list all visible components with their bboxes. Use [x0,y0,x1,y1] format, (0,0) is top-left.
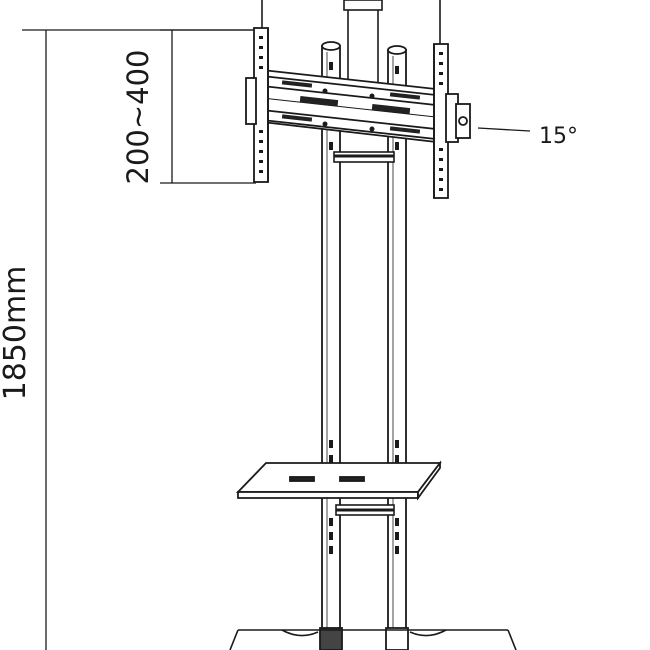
left-column-hole [329,440,333,448]
tilt-leader-line [477,127,531,132]
bracket-hole [439,158,443,161]
upper-crossbar [333,151,395,163]
bracket-hole [259,66,263,69]
bracket-hole [439,62,443,65]
rail-slots [281,80,421,134]
bracket-hole [439,52,443,55]
tv-bracket-left-hook [245,77,257,125]
av-shelf-top [235,462,442,493]
column-right [387,45,407,650]
shelf-bracket [343,0,383,11]
right-column-hole [395,518,399,526]
bracket-hole [439,188,443,191]
vesa-height-dimension [160,29,256,184]
column-left-tube [321,45,341,650]
rail-slot [389,126,421,134]
bracket-hole [259,150,263,153]
right-column-hole [395,455,399,463]
base-frame-curve [409,629,447,637]
total-height-label: 1850mm [0,266,33,401]
av-shelf [235,460,442,501]
column-sleeves [319,627,409,650]
tilt-lock-knob [458,116,468,126]
left-column-hole [329,518,333,526]
left-column-hole [329,62,333,70]
rail-hole [369,93,375,99]
tv-bracket-right [433,43,471,199]
base-frame-right-edge [507,629,517,650]
plate-center-line [261,97,446,119]
column-adjustment-holes [329,62,399,554]
bracket-hole [439,82,443,85]
bracket-hole [439,178,443,181]
bracket-hole [259,160,263,163]
rail-hole [322,88,328,94]
rail-hole [369,126,375,132]
tilt-angle-label: 15° [539,124,578,149]
column-right-tube [387,49,407,650]
vesa-height-label: 200~400 [121,49,155,184]
bracket-hole [259,170,263,173]
bracket-hole [259,130,263,133]
base-frame [229,629,517,650]
rail-slot [371,103,411,115]
column-left-cap [321,41,341,51]
av-shelf-slot [339,476,365,482]
left-column-sleeve [319,627,343,650]
right-column-hole [395,532,399,540]
bracket-hole [439,148,443,151]
tv-bracket-left [245,27,269,183]
camera-shelf-mount [261,0,441,82]
bracket-hole [259,36,263,39]
bracket-hole [259,56,263,59]
left-column-hole [329,546,333,554]
left-column-hole [329,455,333,463]
right-column-hole [395,66,399,74]
av-shelf-front [237,491,419,499]
right-column-sleeve [385,627,409,650]
bracket-hole [259,140,263,143]
av-shelf-slot [289,476,315,482]
right-column-hole [395,440,399,448]
rail-slot [299,95,339,107]
rail-slot [389,92,421,100]
right-column-hole [395,546,399,554]
base-frame-left-edge [229,629,239,650]
column-right-cap [387,45,407,55]
left-column-hole [329,142,333,150]
bracket-holes [259,36,443,191]
bracket-hole [439,168,443,171]
right-column-hole [395,142,399,150]
rail-slot [281,80,313,88]
av-shelf-side [417,460,441,501]
rail-holes [322,88,375,132]
base-frame-curve [281,629,319,637]
bracket-hole [439,72,443,75]
lower-crossbar [335,504,395,516]
bracket-hole [259,46,263,49]
rail-hole [322,121,328,127]
left-column-hole [329,532,333,540]
rail-slot [281,114,313,122]
column-left [321,41,341,650]
